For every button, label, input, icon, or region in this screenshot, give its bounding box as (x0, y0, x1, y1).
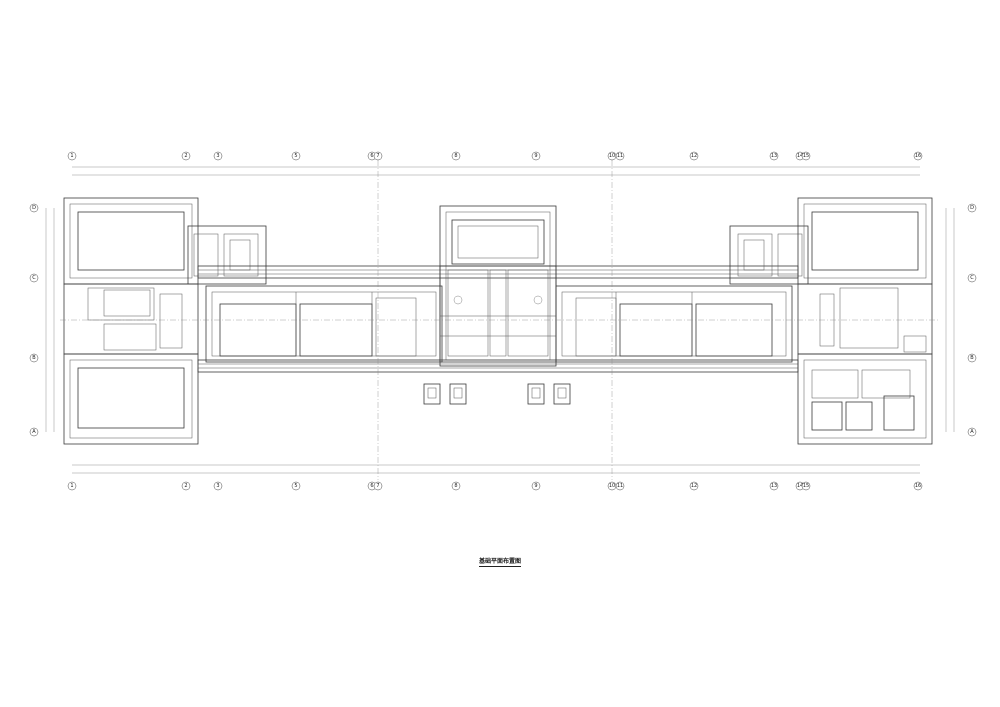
axis-bubble-bottom: 12 (689, 481, 699, 491)
axis-bubble-left: A (29, 427, 39, 437)
svg-text:1: 1 (70, 483, 73, 489)
svg-text:15: 15 (803, 153, 809, 159)
svg-text:12: 12 (691, 483, 697, 489)
svg-text:6: 6 (370, 483, 373, 489)
axis-bubble-top: 15 (801, 151, 811, 161)
axis-bubble-top: 11 (615, 151, 625, 161)
svg-text:9: 9 (534, 153, 537, 159)
svg-text:13: 13 (771, 483, 777, 489)
axis-bubble-right: B (967, 353, 977, 363)
axis-bubble-left: C (29, 273, 39, 283)
axis-bubble-top: 9 (531, 151, 541, 161)
svg-text:3: 3 (216, 153, 219, 159)
axis-bubble-bottom: 11 (615, 481, 625, 491)
axis-bubble-bottom: 14 (795, 481, 805, 491)
svg-text:14: 14 (797, 483, 803, 489)
axis-bubble-right: C (967, 273, 977, 283)
axis-bubbles-right: D C B A (967, 203, 977, 437)
axis-bubble-top: 13 (769, 151, 779, 161)
svg-text:2: 2 (184, 483, 187, 489)
svg-text:8: 8 (454, 153, 457, 159)
axis-bubble-top: 2 (181, 151, 191, 161)
axis-bubble-bottom: 2 (181, 481, 191, 491)
drawing-title-text: 基础平面布置图 (478, 558, 521, 567)
axis-bubbles-left: D C B A (29, 203, 39, 437)
svg-text:C: C (32, 275, 36, 281)
svg-text:3: 3 (216, 483, 219, 489)
svg-text:7: 7 (376, 153, 379, 159)
svg-text:11: 11 (617, 483, 623, 489)
axis-bubble-top: 12 (689, 151, 699, 161)
axis-bubble-bottom: 5 (291, 481, 301, 491)
axis-bubble-top: 1 (67, 151, 77, 161)
svg-text:13: 13 (771, 153, 777, 159)
svg-text:D: D (32, 205, 36, 211)
svg-text:A: A (32, 429, 36, 435)
axis-bubble-bottom: 8 (451, 481, 461, 491)
svg-text:9: 9 (534, 483, 537, 489)
svg-text:10: 10 (609, 483, 615, 489)
axis-bubble-bottom: 1 (67, 481, 77, 491)
svg-text:12: 12 (691, 153, 697, 159)
svg-text:14: 14 (797, 153, 803, 159)
drawing-title: 基础平面布置图 (0, 556, 1000, 567)
svg-text:16: 16 (915, 153, 921, 159)
svg-text:5: 5 (294, 483, 297, 489)
svg-text:8: 8 (454, 483, 457, 489)
svg-text:2: 2 (184, 153, 187, 159)
axis-bubble-top: 16 (913, 151, 923, 161)
axis-bubble-bottom: 9 (531, 481, 541, 491)
plan-geometry (45, 160, 955, 480)
axis-bubble-top: 3 (213, 151, 223, 161)
axis-bubble-bottom: 7 (373, 481, 383, 491)
axis-bubble-bottom: 16 (913, 481, 923, 491)
svg-text:11: 11 (617, 153, 623, 159)
svg-text:D: D (970, 205, 974, 211)
axis-bubble-left: B (29, 353, 39, 363)
axis-bubble-right: D (967, 203, 977, 213)
axis-bubble-top: 7 (373, 151, 383, 161)
axis-bubble-bottom: 10 (607, 481, 617, 491)
axis-bubble-bottom: 13 (769, 481, 779, 491)
axis-bubble-top: 8 (451, 151, 461, 161)
axis-bubble-left: D (29, 203, 39, 213)
svg-text:10: 10 (609, 153, 615, 159)
svg-text:6: 6 (370, 153, 373, 159)
axis-bubble-top: 10 (607, 151, 617, 161)
axis-bubble-bottom: 15 (801, 481, 811, 491)
svg-text:15: 15 (803, 483, 809, 489)
svg-text:C: C (970, 275, 974, 281)
axis-bubble-right: A (967, 427, 977, 437)
svg-text:B: B (32, 355, 36, 361)
axis-bubble-bottom: 3 (213, 481, 223, 491)
svg-text:7: 7 (376, 483, 379, 489)
svg-text:5: 5 (294, 153, 297, 159)
svg-text:16: 16 (915, 483, 921, 489)
svg-text:B: B (970, 355, 974, 361)
axis-bubble-top: 5 (291, 151, 301, 161)
svg-text:1: 1 (70, 153, 73, 159)
svg-text:A: A (970, 429, 974, 435)
